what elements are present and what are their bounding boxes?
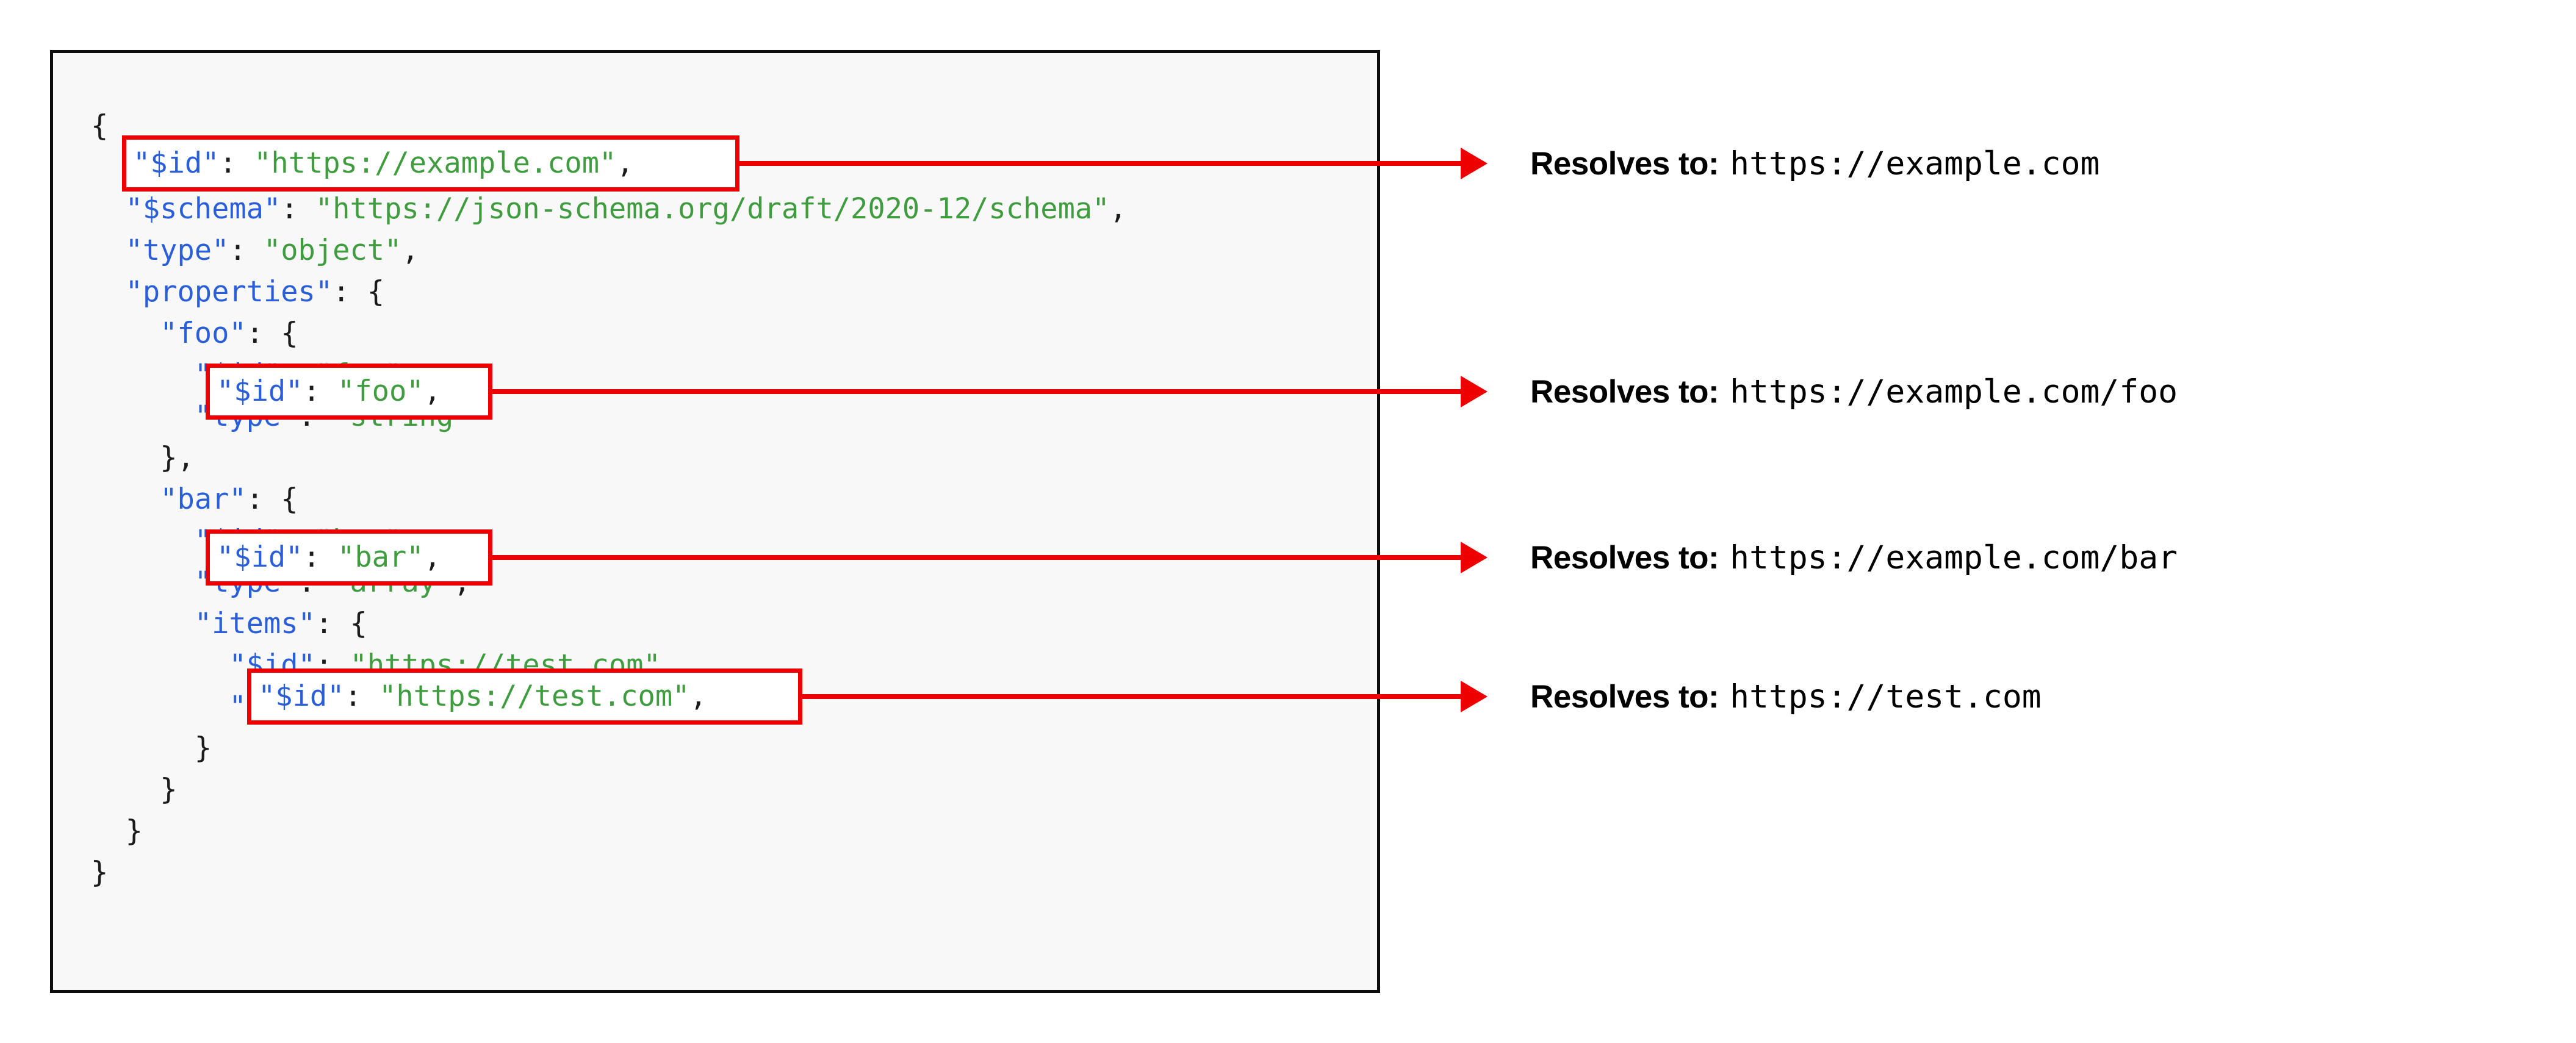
code-line: } — [91, 769, 1127, 811]
code-token-key: "type" — [125, 234, 229, 267]
code-token-key: "foo" — [160, 317, 246, 350]
code-token-punctuation: : { — [246, 317, 298, 350]
code-token-punctuation: } — [194, 731, 212, 765]
code-line: "$schema": "https://json-schema.org/draf… — [91, 188, 1127, 230]
resolve-foo: Resolves to: https://example.com/foo — [1530, 373, 2178, 410]
resolve-bar: Resolves to: https://example.com/bar — [1530, 539, 2178, 576]
code-token-punctuation: : { — [315, 607, 367, 640]
resolve-bar-url: https://example.com/bar — [1730, 539, 2178, 576]
code-token-key: "$schema" — [125, 192, 281, 226]
id-highlight-box-id-items — [247, 668, 802, 725]
resolve-items-url: https://test.com — [1730, 678, 2042, 715]
code-token-punctuation: : { — [246, 482, 298, 516]
code-token-punctuation: { — [91, 109, 109, 143]
resolve-root-label: Resolves to: — [1530, 146, 1719, 182]
code-token-punctuation: : — [344, 679, 380, 713]
code-token-punctuation: : — [303, 540, 338, 574]
code-token-string: "https://test.com" — [379, 679, 690, 713]
resolve-bar-label: Resolves to: — [1530, 540, 1719, 576]
code-token-punctuation: : — [281, 192, 315, 226]
code-indent — [91, 565, 195, 599]
arrow-foo-line — [492, 389, 1461, 394]
code-token-key: "items" — [194, 607, 315, 640]
code-token-punctuation: , — [689, 679, 707, 713]
code-token-string: "object" — [263, 234, 402, 267]
code-line: "foo": { — [91, 313, 1127, 354]
code-indent — [91, 773, 160, 806]
id-highlight-box-id-bar — [206, 529, 492, 586]
code-indent — [91, 151, 126, 184]
arrow-bar-line — [492, 555, 1461, 560]
id-highlight-box-id-root — [122, 135, 739, 192]
code-line: "items": { — [91, 603, 1127, 645]
resolve-foo-url: https://example.com/foo — [1730, 373, 2178, 410]
code-token-key: "$id" — [217, 540, 303, 574]
code-indent — [91, 690, 229, 723]
code-token-string: "https://json-schema.org/draft/2020-12/s… — [315, 192, 1110, 226]
code-line: } — [91, 811, 1127, 852]
code-indent — [91, 814, 126, 848]
code-token-punctuation: : — [229, 234, 264, 267]
code-indent — [91, 648, 229, 682]
code-indent — [91, 607, 195, 640]
id-highlight-text-id-items: "$id": "https://test.com", — [258, 676, 707, 717]
id-highlight-text-id-root: "$id": "https://example.com", — [133, 143, 634, 184]
code-token-string: "bar" — [337, 540, 424, 574]
resolve-items: Resolves to: https://test.com — [1530, 678, 2042, 715]
arrow-foo-head — [1461, 376, 1488, 407]
code-line: "bar": { — [91, 479, 1127, 520]
code-indent — [91, 524, 195, 557]
code-token-string: "https://example.com" — [254, 146, 617, 180]
code-token-punctuation: , — [1109, 192, 1127, 226]
code-line: "type": "object", — [91, 230, 1127, 271]
code-line: "properties": { — [91, 271, 1127, 313]
code-token-key: "$id" — [217, 375, 303, 408]
id-highlight-box-id-foo — [206, 364, 492, 420]
code-token-punctuation: } — [91, 856, 109, 889]
arrow-items-head — [1461, 681, 1488, 712]
code-token-punctuation: : — [303, 375, 338, 408]
code-token-punctuation: : — [219, 146, 254, 180]
arrow-root-head — [1461, 148, 1488, 179]
id-highlight-text-id-foo: "$id": "foo", — [217, 371, 441, 412]
resolve-foo-label: Resolves to: — [1530, 374, 1719, 410]
arrow-bar-head — [1461, 542, 1488, 573]
code-token-punctuation: }, — [160, 441, 195, 475]
code-indent — [91, 234, 126, 267]
code-indent — [91, 441, 160, 475]
resolve-items-label: Resolves to: — [1530, 679, 1719, 715]
code-indent — [91, 275, 126, 309]
resolve-root: Resolves to: https://example.com — [1530, 145, 2099, 182]
code-token-key: "$id" — [258, 679, 345, 713]
resolve-root-url: https://example.com — [1730, 145, 2100, 182]
code-token-punctuation: } — [160, 773, 178, 806]
code-token-key: "properties" — [125, 275, 333, 309]
code-line: }, — [91, 437, 1127, 479]
arrow-items-line — [802, 694, 1461, 699]
code-indent — [91, 400, 195, 433]
code-token-key: "bar" — [160, 482, 246, 516]
arrow-root-line — [739, 161, 1461, 166]
code-line: } — [91, 852, 1127, 894]
code-indent — [91, 317, 160, 350]
code-line: } — [91, 728, 1127, 769]
id-highlight-text-id-bar: "$id": "bar", — [217, 537, 441, 578]
json-code-panel: { "$id": "https://example.com", "$schema… — [50, 50, 1380, 993]
code-token-punctuation: } — [125, 814, 143, 848]
code-token-punctuation: : { — [333, 275, 385, 309]
code-token-punctuation: , — [423, 375, 441, 408]
code-indent — [91, 482, 160, 516]
code-token-punctuation: , — [616, 146, 634, 180]
code-indent — [91, 358, 195, 392]
code-indent — [91, 731, 195, 765]
code-line: { — [91, 106, 1127, 147]
code-indent — [91, 192, 126, 226]
code-token-punctuation: , — [423, 540, 441, 574]
json-code-listing: { "$id": "https://example.com", "$schema… — [91, 106, 1127, 894]
code-token-string: "foo" — [337, 375, 424, 408]
code-token-key: "$id" — [133, 146, 220, 180]
code-token-punctuation: , — [401, 234, 419, 267]
